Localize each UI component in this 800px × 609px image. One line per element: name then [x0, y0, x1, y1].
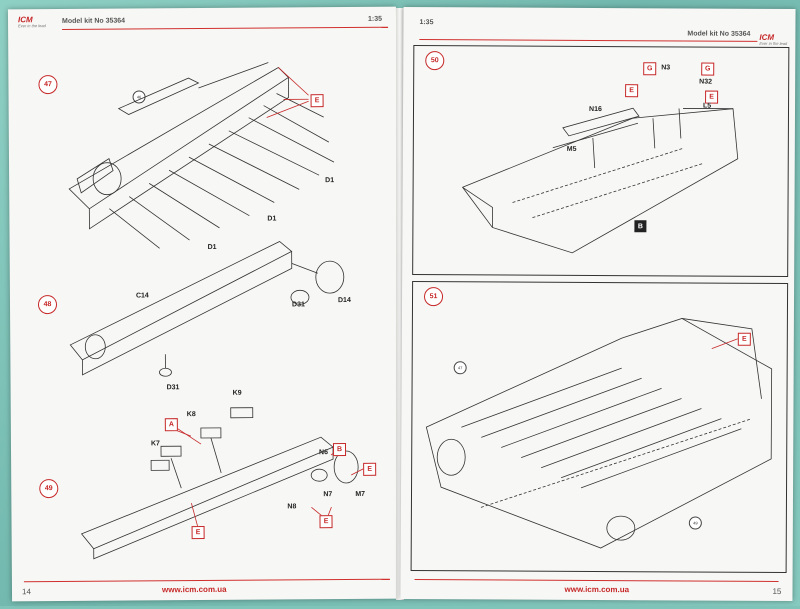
part-tag-e: E	[738, 333, 751, 346]
part-label-n6: N6	[319, 449, 328, 456]
page-number: 14	[22, 587, 31, 596]
page-number: 15	[772, 587, 781, 596]
step-51-leader-lines	[400, 7, 795, 609]
part-label-k8: K8	[187, 411, 196, 418]
part-tag-a: A	[165, 418, 178, 431]
part-tag-e: E	[363, 463, 376, 476]
part-tag-e: E	[192, 526, 205, 539]
footer-url: www.icm.com.ua	[162, 585, 227, 594]
part-label-k9: K9	[233, 390, 242, 397]
footer-url: www.icm.com.ua	[564, 585, 629, 594]
part-label-n8: N8	[287, 503, 296, 510]
part-label-n7: N7	[323, 491, 332, 498]
step-49-leader-lines	[8, 7, 400, 609]
part-tag-b: B	[333, 443, 346, 456]
part-label-k7: K7	[151, 440, 160, 447]
part-label-m7: M7	[355, 491, 365, 498]
part-tag-e: E	[319, 515, 332, 528]
